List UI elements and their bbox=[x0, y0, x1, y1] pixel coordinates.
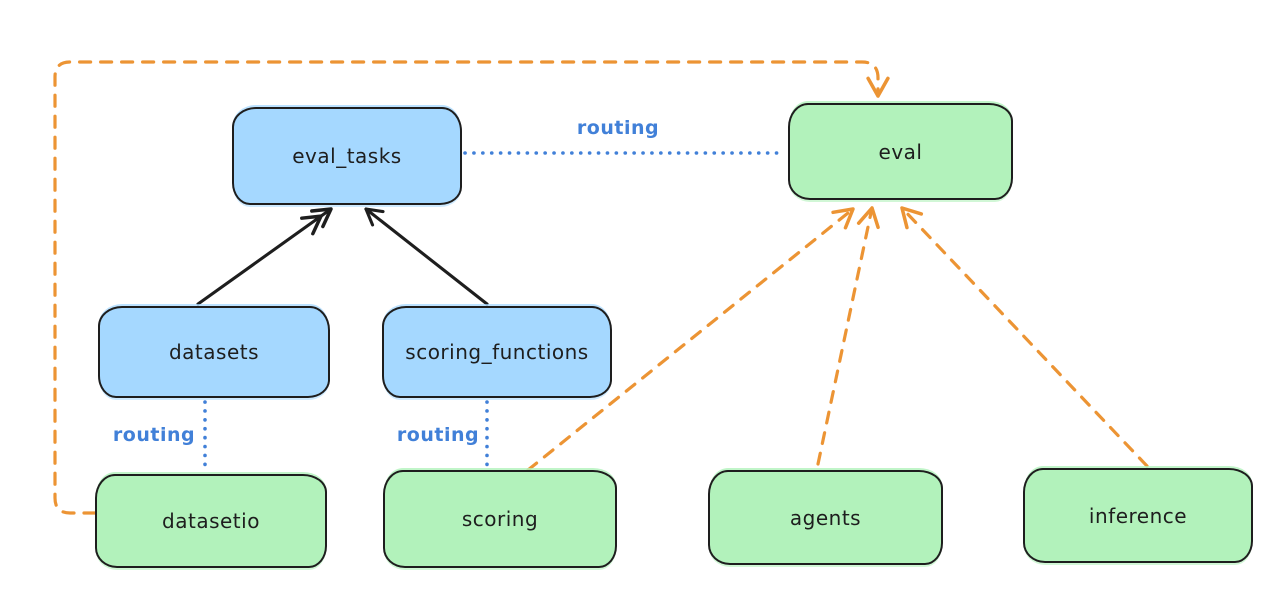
node-scoring-functions-label: scoring_functions bbox=[405, 340, 589, 364]
node-datasetio-label: datasetio bbox=[162, 509, 260, 533]
node-eval: eval bbox=[788, 103, 1013, 200]
node-eval-label: eval bbox=[878, 139, 923, 164]
node-inference: inference bbox=[1023, 468, 1253, 563]
edge-agents-to-eval bbox=[816, 206, 880, 466]
edge-scoring-to-eval bbox=[526, 207, 855, 472]
edge-scoring-functions-to-eval-tasks bbox=[364, 207, 489, 306]
node-scoring-label: scoring bbox=[461, 507, 539, 531]
node-eval-tasks-label: eval_tasks bbox=[292, 144, 402, 168]
edge-inference-to-eval bbox=[900, 206, 1149, 468]
node-agents-label: agents bbox=[789, 505, 862, 530]
edge-datasetio-to-eval bbox=[53, 60, 890, 515]
node-inference-label: inference bbox=[1088, 503, 1188, 528]
edge-datasets-to-eval-tasks bbox=[196, 207, 333, 306]
edge-label-routing-datasets-datasetio: routing bbox=[112, 424, 196, 446]
edge-label-routing-scoring-functions-scoring: routing bbox=[396, 424, 480, 446]
edge-label-routing-eval-tasks-eval: routing bbox=[576, 117, 660, 139]
node-datasetio: datasetio bbox=[95, 474, 327, 568]
node-datasets-label: datasets bbox=[168, 340, 260, 364]
node-scoring: scoring bbox=[383, 470, 617, 568]
node-datasets: datasets bbox=[98, 306, 330, 398]
node-eval-tasks: eval_tasks bbox=[232, 107, 462, 205]
node-scoring-functions: scoring_functions bbox=[382, 306, 612, 398]
node-agents: agents bbox=[708, 470, 943, 565]
